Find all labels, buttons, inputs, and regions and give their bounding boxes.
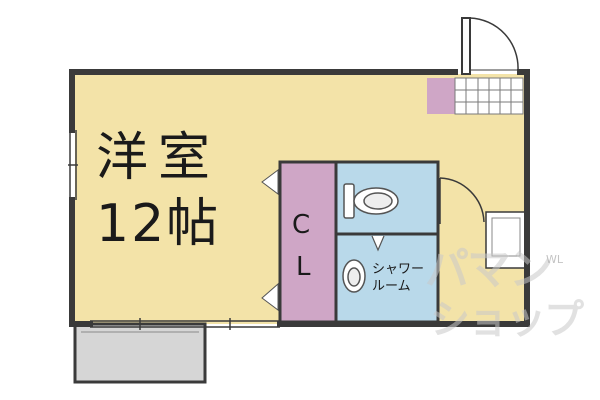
- closet: [278, 160, 338, 324]
- shower-room-label-line1: シャワー: [372, 262, 425, 277]
- watermark-small: WL: [546, 253, 564, 266]
- left-window: [68, 130, 78, 200]
- entrance-door: [461, 17, 519, 75]
- room-name: 洋室: [96, 128, 221, 188]
- toilet-icon: [343, 183, 399, 219]
- balcony: [73, 322, 207, 384]
- closet-label-bottom: L: [296, 252, 311, 282]
- storage-block: [427, 78, 455, 114]
- bottom-window: [90, 318, 280, 330]
- closet-doors: [261, 169, 279, 311]
- entrance-tile: [454, 77, 524, 115]
- outer-walls: [69, 69, 530, 327]
- kitchen-counter: [485, 211, 527, 269]
- corridor-door: [439, 177, 485, 224]
- closet-label-top: C: [292, 210, 311, 240]
- watermark-line1: パマン: [425, 244, 553, 295]
- shower-fixture-icon: [342, 259, 366, 293]
- shower-room-label-line2: ルーム: [372, 279, 411, 294]
- room-size: 12帖: [96, 194, 221, 254]
- watermark-line2: ショップ: [430, 297, 584, 343]
- shower-door: [371, 235, 385, 252]
